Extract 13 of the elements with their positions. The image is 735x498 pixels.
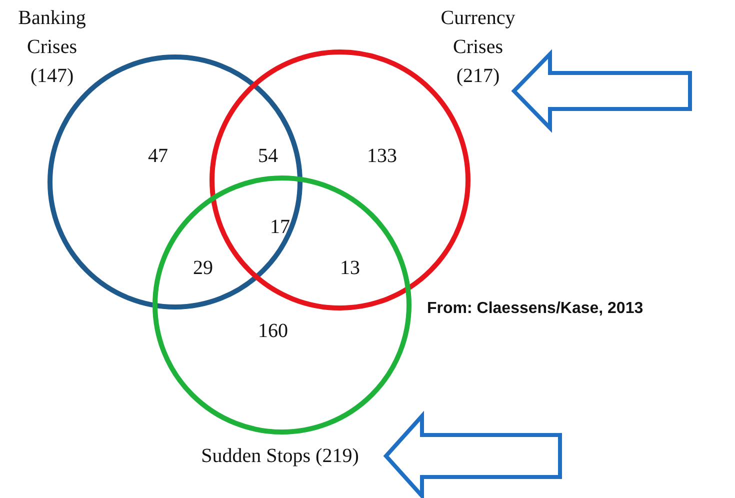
count-label: 47 [148, 145, 168, 168]
set-label: Sudden Stops (219) [200, 444, 360, 469]
block-arrow [511, 49, 692, 133]
count-label: 133 [367, 145, 397, 168]
set-label: Banking Crises (147) [17, 6, 87, 89]
source-note: From: Claessens/Kase, 2013 [427, 300, 644, 318]
count-label: 17 [270, 216, 290, 239]
count-label: 160 [258, 320, 288, 343]
set-label: Currency Crises (217) [440, 6, 516, 89]
count-label: 13 [340, 257, 360, 280]
count-label: 29 [193, 257, 213, 280]
block-arrow [383, 410, 562, 498]
count-label: 54 [258, 145, 278, 168]
